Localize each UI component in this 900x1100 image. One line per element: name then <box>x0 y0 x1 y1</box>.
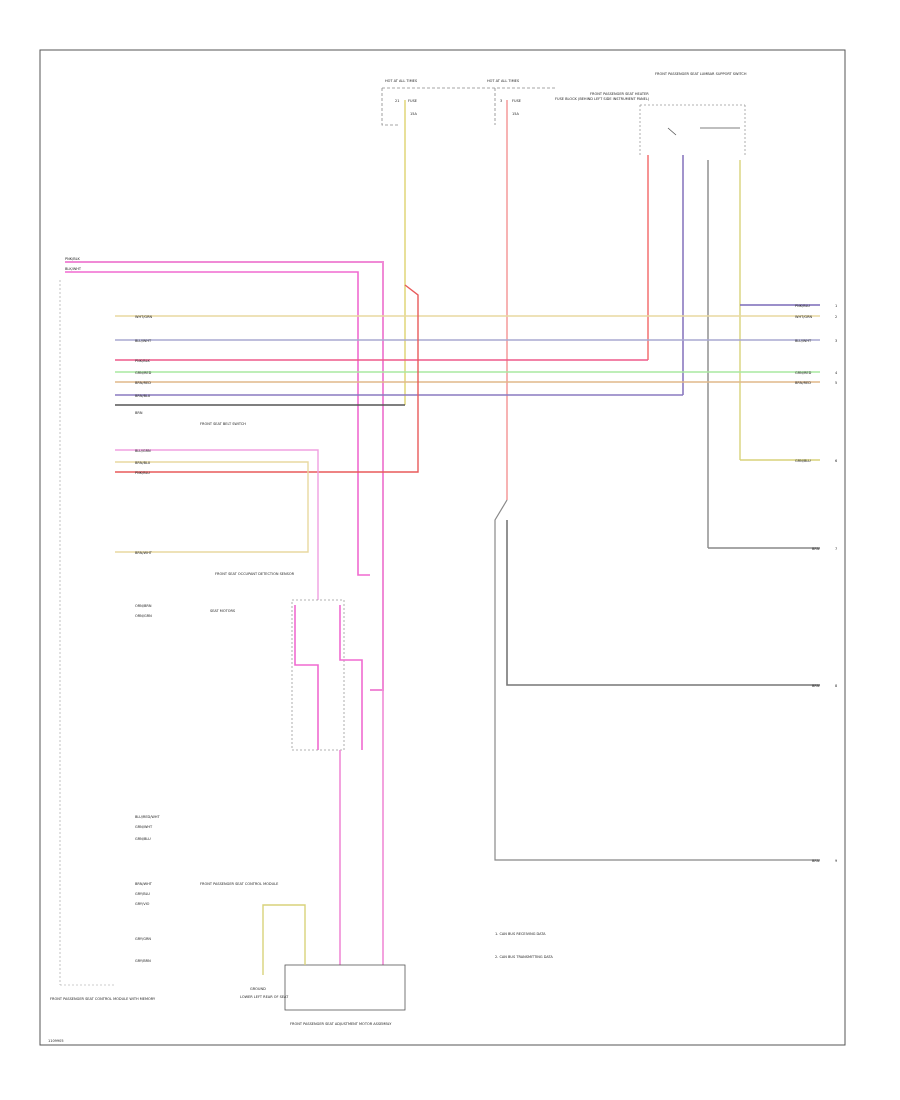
pin-label: GRN/WHT <box>135 825 153 829</box>
right-label: BRN <box>812 684 820 688</box>
right-num: 3 <box>835 339 837 343</box>
fuse-left-number: 21 <box>395 99 399 103</box>
fuse-left-rating: 15A <box>410 112 417 116</box>
pin-label: GRN/BLU <box>135 837 151 841</box>
figure-code: 1109905 <box>48 1039 64 1043</box>
ground-label: GROUND <box>250 987 266 991</box>
pin-label: BLU/RED/WHT <box>135 815 161 819</box>
right-num: 5 <box>835 381 837 385</box>
diagram-border <box>39 49 846 1046</box>
wire-motor-1 <box>294 605 319 750</box>
right-num: 7 <box>835 547 837 551</box>
wire-blk-wht-top <box>65 271 370 576</box>
pin-label: ORN/GRN <box>135 614 152 618</box>
right-num: 6 <box>835 459 837 463</box>
motors-label: SEAT MOTORS <box>210 609 236 613</box>
right-label: BRN <box>812 859 820 863</box>
pin-label: BRN <box>135 411 143 415</box>
fuse-block-left <box>381 88 398 126</box>
wire-ground <box>262 904 306 975</box>
wire-pnk-blk-top <box>65 261 384 691</box>
pin-label: GRY/BLU <box>135 892 150 896</box>
pin-label: GRN/RED <box>135 371 152 375</box>
right-label: BRN <box>812 547 820 551</box>
wire-fuse-left-branch <box>115 284 419 473</box>
left-top-label-1: PNK/BLK <box>65 257 81 261</box>
bottom-module-box <box>284 964 406 1011</box>
left-pin-labels: WHT/GRN BLU/WHT PNK/BLK GRN/RED BRN/RED … <box>135 315 161 963</box>
pin-label: GRY/BRN <box>135 959 151 963</box>
right-label: PNK/BLU <box>795 304 810 308</box>
right-label: GRN/RED <box>795 371 812 375</box>
wire-pin-11 <box>115 461 309 553</box>
right-label: BRN/RED <box>795 381 811 385</box>
fuse-right-rating: 15A <box>512 112 519 116</box>
right-label: GRN/BLU <box>795 459 811 463</box>
bottom-module-label: FRONT PASSENGER SEAT ADJUSTMENT MOTOR AS… <box>290 1022 392 1026</box>
relay-box <box>639 104 746 155</box>
pin-label: BLU/GRN <box>135 449 151 453</box>
front-seat-sensor-label: FRONT SEAT OCCUPANT DETECTION SENSOR <box>215 572 295 576</box>
right-num: 8 <box>835 684 837 688</box>
right-num: 4 <box>835 371 838 375</box>
fuse-right-name: FUSE <box>512 99 521 103</box>
left-module-label: FRONT PASSENGER SEAT CONTROL MODULE WITH… <box>50 997 156 1001</box>
pin-label: BRN/WHT <box>135 882 153 886</box>
wire-motor-2 <box>339 605 363 750</box>
heater-label: FRONT PASSENGER SEAT HEATER <box>590 92 649 96</box>
module-label: FRONT PASSENGER SEAT CONTROL MODULE <box>200 882 278 886</box>
pin-label: WHT/GRN <box>135 315 153 319</box>
right-edge-labels: PNK/BLU WHT/GRN BLU/WHT GRN/RED BRN/RED … <box>795 304 838 863</box>
pin-label: BLU/WHT <box>135 339 152 343</box>
right-label: BLU/WHT <box>795 339 812 343</box>
ground-note: LOWER LEFT REAR OF SEAT <box>240 995 289 999</box>
right-label: WHT/GRN <box>795 315 813 319</box>
pin-label: GRY/GRN <box>135 937 151 941</box>
pin-label: PNK/BLU <box>135 471 150 475</box>
wire-sensor-ground <box>506 520 820 686</box>
fuse-left-name: FUSE <box>408 99 417 103</box>
relay-label: FRONT PASSENGER SEAT LUMBAR SUPPORT SWIT… <box>655 72 747 76</box>
fuse-block-label: FUSE BLOCK (BEHIND LEFT SIDE INSTRUMENT … <box>555 97 650 101</box>
relay-contact <box>667 127 677 136</box>
wire-pin-10 <box>115 449 319 600</box>
seat-belt-label: FRONT SEAT BELT SWITCH <box>200 422 246 426</box>
pin-label: BRN/BLU <box>135 394 151 398</box>
wire-fuse-right-down <box>494 499 820 861</box>
pin-label: BRN/BLU <box>135 461 151 465</box>
left-top-label-2: BLK/WHT <box>65 267 82 271</box>
pin-label: GRY/VIO <box>135 902 150 906</box>
pin-label: BRN/WHT <box>135 551 153 555</box>
right-num: 9 <box>835 859 837 863</box>
fuse-right-hot-label: HOT AT ALL TIMES <box>487 79 520 83</box>
fuse-left-hot-label: HOT AT ALL TIMES <box>385 79 418 83</box>
pin-label: BRN/RED <box>135 381 151 385</box>
note-1: 1. CAN BUS RECEIVING DATA <box>495 932 546 936</box>
pin-label: PNK/BLK <box>135 359 151 363</box>
pin-label: ORN/BRN <box>135 604 152 608</box>
note-2: 2. CAN BUS TRANSMITTING DATA <box>495 955 553 959</box>
right-num: 1 <box>835 304 837 308</box>
fuse-right-number: 3 <box>500 99 502 103</box>
right-num: 2 <box>835 315 837 319</box>
